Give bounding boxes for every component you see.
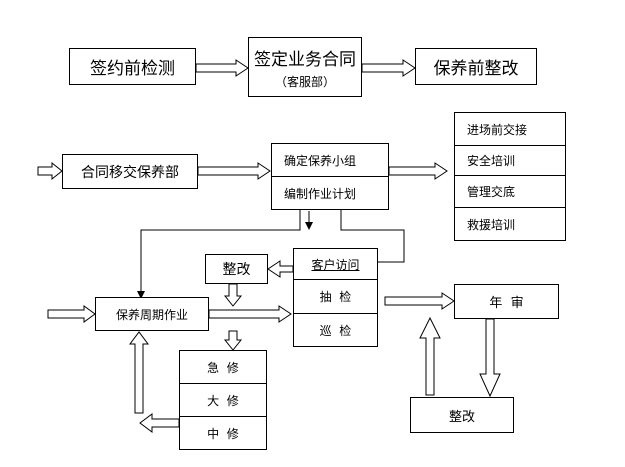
management-briefing-label: 管理交底 <box>467 185 516 199</box>
arrow-repairs-back <box>139 413 180 433</box>
rectify-label: 整改 <box>222 262 251 278</box>
onsite-handover-label: 进场前交接 <box>467 122 528 137</box>
arrow-spot-to-annual <box>384 292 455 310</box>
make-plan-box: 编制作业计划 <box>271 176 389 210</box>
major-repair-box: 大 修 <box>179 383 267 417</box>
bottom-rectify-label: 整改 <box>448 409 475 425</box>
patrol-check-box: 巡 检 <box>293 313 378 347</box>
arrow-visit-to-rectify <box>267 260 294 278</box>
spot-check-label: 抽 检 <box>319 290 352 304</box>
spot-check-box: 抽 检 <box>293 279 378 314</box>
patrol-check-label: 巡 检 <box>319 323 352 338</box>
pre-contract-check-label: 签约前检测 <box>90 59 175 79</box>
arrow-entry-periodic <box>47 305 96 323</box>
medium-repair-label: 中 修 <box>207 426 239 441</box>
emergency-repair-box: 急 修 <box>179 350 267 384</box>
arrow-entry <box>37 161 63 181</box>
arrow-back-up-to-periodic <box>129 331 149 414</box>
arrow-periodic-to-spot <box>208 305 292 323</box>
bottom-rectify-box: 整改 <box>410 397 514 433</box>
annual-review-label: 年 审 <box>489 296 524 311</box>
sign-contract-box: 签定业务合同 （客服部） <box>248 37 362 97</box>
customer-visit-box: 客户访问 <box>293 248 378 280</box>
customer-service-dept-label: （客服部） <box>274 74 335 89</box>
line-plan-to-periodic <box>137 210 301 299</box>
pre-contract-check-box: 签约前检测 <box>69 48 196 85</box>
safety-training-label: 安全培训 <box>467 154 516 168</box>
rescue-training-box: 救援培训 <box>454 207 566 241</box>
emergency-repair-label: 急 修 <box>207 360 239 375</box>
onsite-handover-box: 进场前交接 <box>454 112 566 146</box>
medium-repair-box: 中 修 <box>179 416 267 450</box>
arrow-group-to-onsite <box>388 162 448 180</box>
rescue-training-label: 救援培训 <box>467 217 516 232</box>
line-visit-to-plan <box>337 195 405 263</box>
customer-visit-label: 客户访问 <box>311 257 360 272</box>
management-briefing-box: 管理交底 <box>454 175 566 208</box>
periodic-work-label: 保养周期作业 <box>115 307 188 322</box>
pre-maintenance-fix-box: 保养前整改 <box>415 48 537 85</box>
arrow-transfer-to-group <box>197 162 271 180</box>
rectify-box: 整改 <box>205 254 268 284</box>
arrow-rectify-down <box>223 283 243 307</box>
arrow-check-to-contract <box>195 59 249 77</box>
contract-transfer-box: 合同移交保养部 <box>62 154 198 189</box>
periodic-work-box: 保养周期作业 <box>95 297 209 331</box>
annual-review-box: 年 审 <box>454 284 559 319</box>
arrow-periodic-to-repairs <box>223 330 243 351</box>
safety-training-box: 安全培训 <box>454 145 566 176</box>
make-plan-label: 编制作业计划 <box>284 186 357 201</box>
arrow-annual-down <box>479 318 501 398</box>
contract-transfer-label: 合同移交保养部 <box>81 164 179 181</box>
pre-maintenance-fix-label: 保养前整改 <box>433 59 519 79</box>
major-repair-label: 大 修 <box>207 393 239 408</box>
confirm-group-box: 确定保养小组 <box>271 143 389 177</box>
confirm-group-label: 确定保养小组 <box>284 153 357 168</box>
arrow-bottom-rectify-up <box>419 316 441 396</box>
arrow-contract-to-fix <box>361 59 416 77</box>
sign-contract-label: 签定业务合同 <box>254 49 356 70</box>
